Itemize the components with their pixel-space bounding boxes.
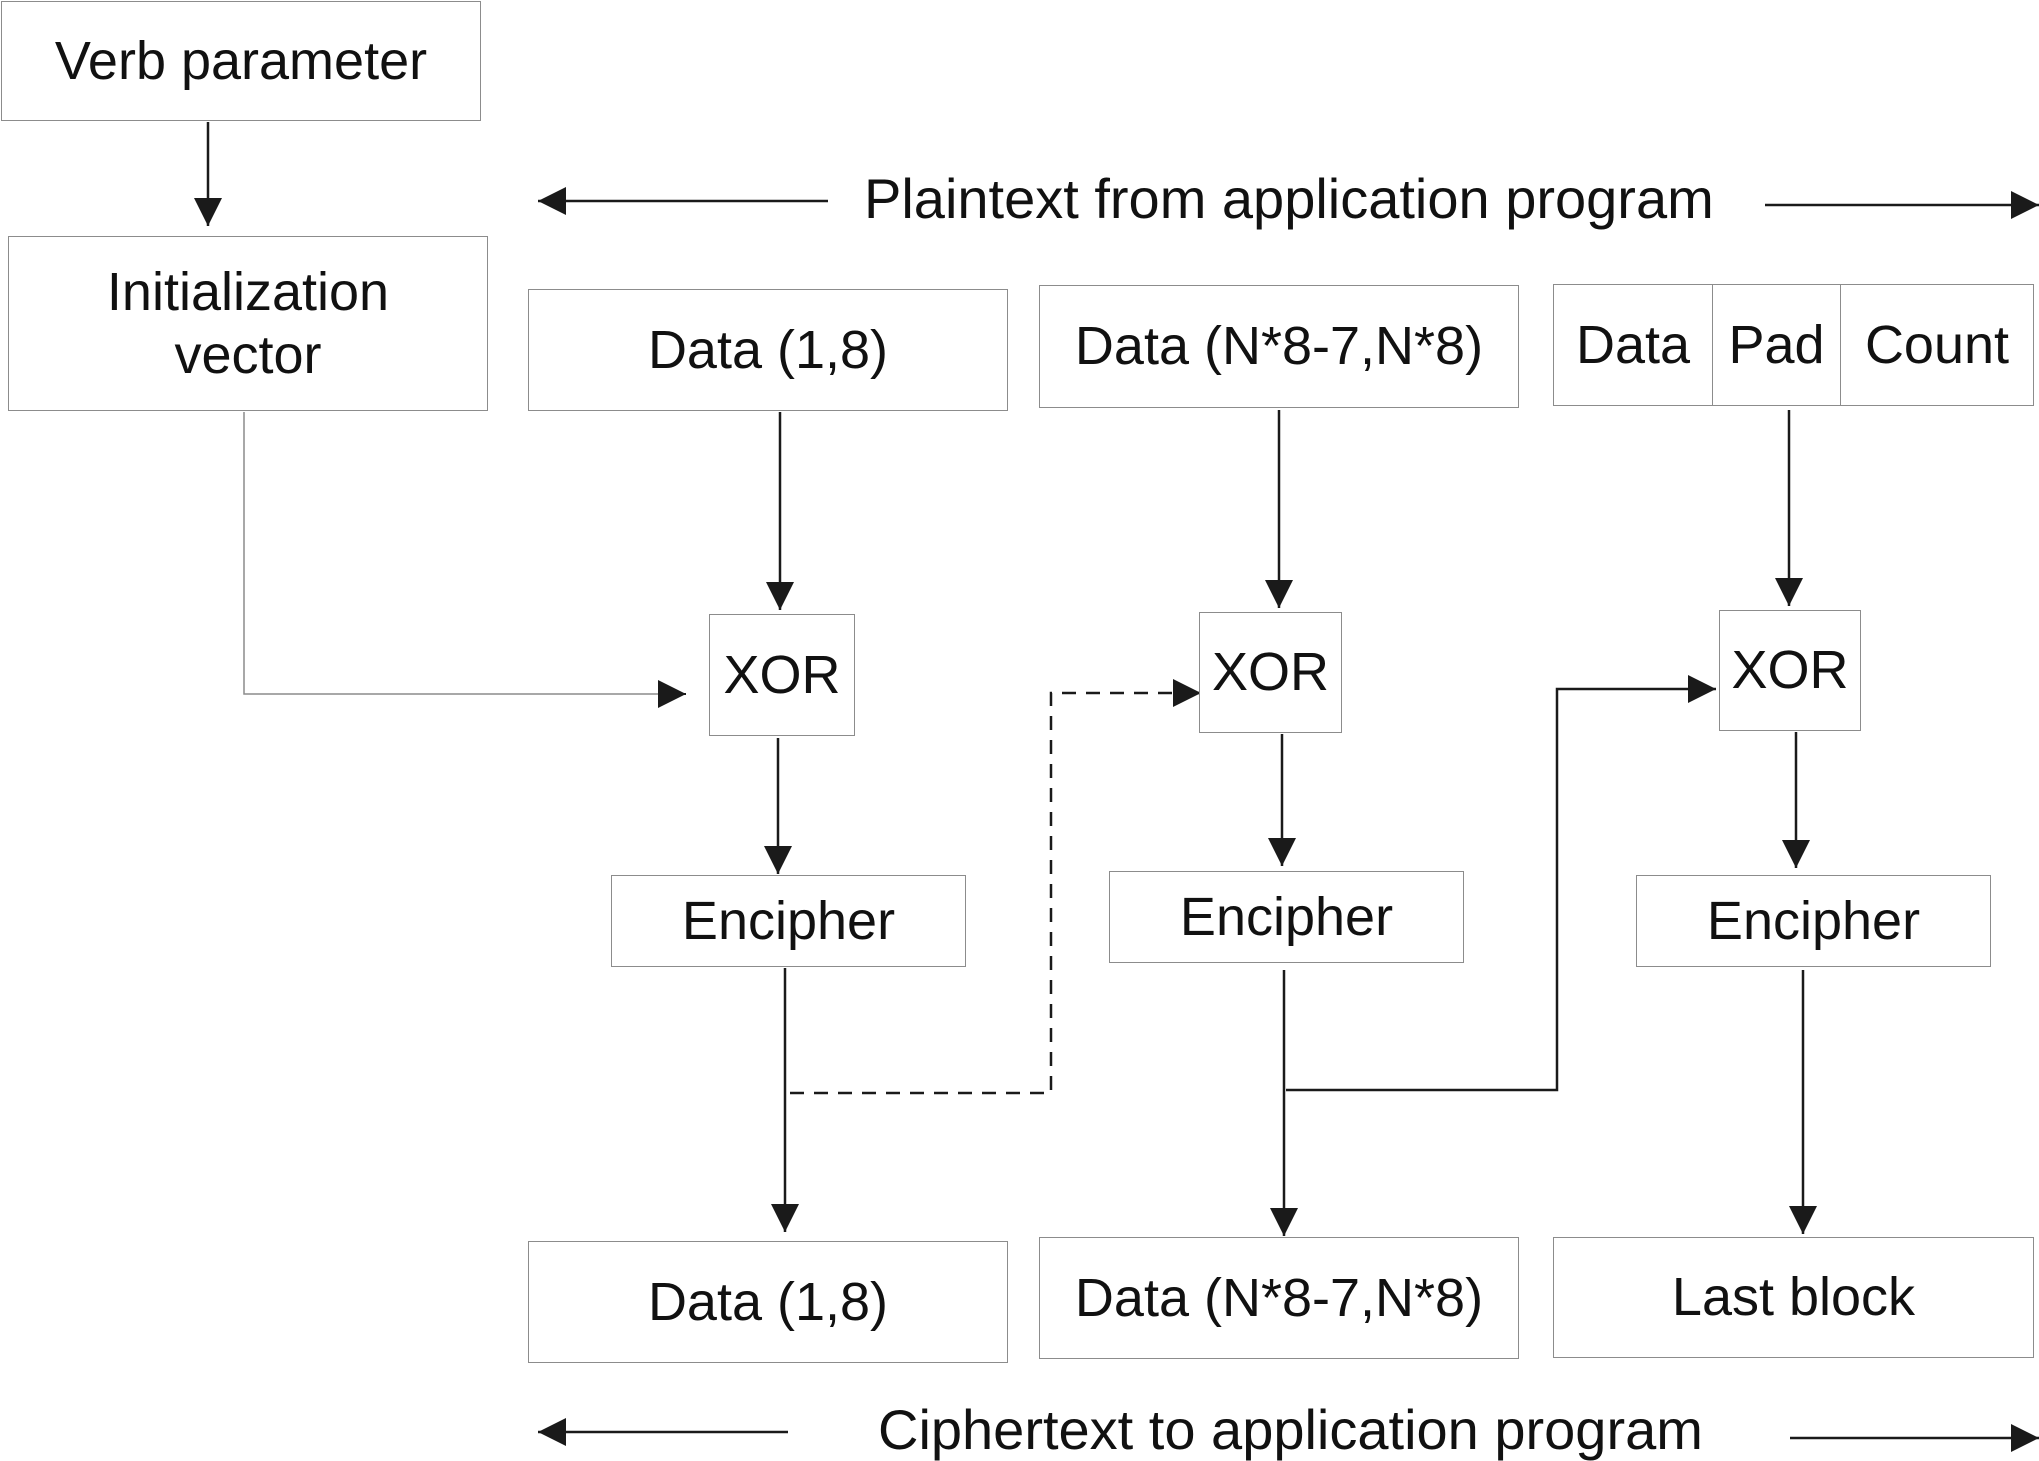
xor-box-2-label: XOR [1211, 642, 1330, 703]
last-input-pad-label: Pad [1728, 314, 1825, 375]
last-input-count-label: Count [1864, 314, 2010, 375]
verb-parameter-label: Verb parameter [54, 30, 428, 91]
encipher-box-3: Encipher [1636, 875, 1991, 967]
input-block-2-label: Data (N*8-7,N*8) [1074, 316, 1484, 377]
xor-box-3-label: XOR [1731, 640, 1849, 701]
xor-box-3: XOR [1719, 610, 1861, 731]
input-block-1-label: Data (1,8) [647, 319, 889, 380]
last-block-box: Last block [1553, 1237, 2034, 1358]
ciphertext-label: Ciphertext to application program [878, 1398, 1703, 1461]
last-input-count-cell: Count [1841, 285, 2033, 405]
plaintext-label: Plaintext from application program [864, 167, 1714, 230]
output-block-1: Data (1,8) [528, 1241, 1008, 1363]
iv-label-line1: Initialization [106, 262, 390, 323]
encipher-box-1-label: Encipher [681, 890, 896, 951]
iv-label-line2: vector [174, 324, 322, 385]
initialization-vector-box: Initialization vector [8, 236, 488, 411]
encipher-box-2-label: Encipher [1179, 886, 1394, 947]
input-block-2: Data (N*8-7,N*8) [1039, 285, 1519, 408]
last-input-block: Data Pad Count [1553, 284, 2034, 406]
last-input-pad-cell: Pad [1712, 285, 1841, 405]
last-block-label: Last block [1671, 1267, 1916, 1328]
last-input-data-label: Data [1575, 314, 1691, 375]
chain-enc2-to-xor3 [1286, 675, 1716, 1092]
verb-parameter-box: Verb parameter [1, 1, 481, 121]
arrow-iv-to-xor-1 [243, 412, 686, 695]
chain-dashed-enc1-to-xor2 [790, 691, 1200, 1095]
output-block-2-label: Data (N*8-7,N*8) [1074, 1267, 1484, 1328]
xor-box-2: XOR [1199, 612, 1342, 733]
xor-box-1: XOR [709, 614, 855, 736]
input-block-1: Data (1,8) [528, 289, 1008, 411]
last-input-data-cell: Data [1554, 285, 1712, 405]
encipher-box-1: Encipher [611, 875, 966, 967]
output-block-2: Data (N*8-7,N*8) [1039, 1237, 1519, 1359]
xor-box-1-label: XOR [723, 644, 841, 705]
encipher-box-2: Encipher [1109, 871, 1464, 963]
output-block-1-label: Data (1,8) [647, 1271, 889, 1332]
encipher-box-3-label: Encipher [1706, 890, 1921, 951]
